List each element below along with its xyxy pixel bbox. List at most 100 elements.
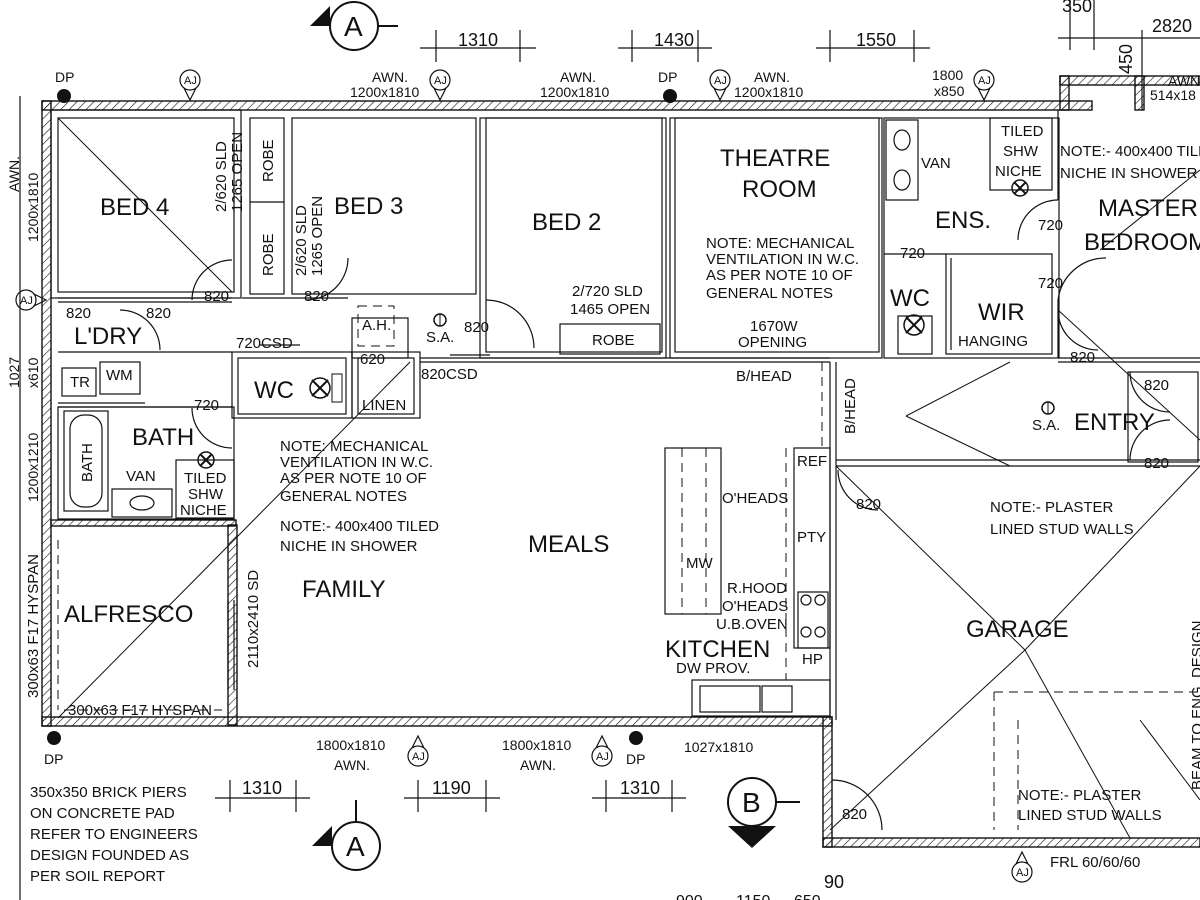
- linen-label: LINEN: [362, 397, 406, 414]
- note-plaster-1b: LINED STUD WALLS: [990, 521, 1134, 538]
- sd-2110: 2110x2410 SD: [245, 570, 262, 668]
- svg-text:DP: DP: [658, 69, 677, 85]
- dp-markers: DP DP DP DP: [44, 69, 677, 767]
- dim-top-3: 1550: [856, 30, 896, 50]
- bhead-label-h: B/HEAD: [736, 368, 792, 385]
- sld-bed3-2: 1265 OPEN: [309, 196, 326, 276]
- note-theatre-1: NOTE: MECHANICAL: [706, 235, 854, 252]
- svg-text:DP: DP: [44, 751, 63, 767]
- door-720-c: 720: [1038, 217, 1063, 234]
- dw-prov-label: DW PROV.: [676, 660, 750, 677]
- svg-text:AJ: AJ: [714, 75, 727, 87]
- door-820-h: 820: [1144, 377, 1169, 394]
- niche-3: NICHE: [180, 502, 227, 519]
- section-marker-a-top: A: [310, 1, 398, 51]
- win-4b: x850: [934, 83, 965, 99]
- svg-text:AJ: AJ: [184, 75, 197, 87]
- note-wc-4: GENERAL NOTES: [280, 488, 407, 505]
- room-master-1: MASTER: [1098, 195, 1198, 222]
- robe-label-bed2: ROBE: [592, 332, 635, 349]
- note-beam: BEAM TO ENG. DESIGN: [1189, 621, 1200, 790]
- door-820-e: 820: [464, 319, 489, 336]
- ah-label: A.H.: [362, 317, 391, 334]
- win-3: 1200x1810: [734, 84, 804, 100]
- diagonal-lines: [57, 117, 1200, 839]
- room-ens: ENS.: [935, 207, 991, 234]
- note-theatre-2: VENTILATION IN W.C.: [706, 251, 859, 268]
- awn-1: AWN.: [372, 69, 408, 85]
- svg-text:AJ: AJ: [434, 75, 447, 87]
- awn-3: AWN.: [754, 69, 790, 85]
- awn-side: AWN.: [6, 156, 22, 192]
- dim-partial-3: 650: [794, 893, 821, 900]
- window-marks: [227, 344, 490, 690]
- dim-partial-2: 1150: [736, 893, 771, 900]
- note-niche-2: NICHE IN SHOWER: [280, 538, 418, 555]
- door-820csd: 820CSD: [421, 366, 478, 383]
- room-family: FAMILY: [302, 576, 386, 603]
- rhood-label: R.HOOD: [727, 580, 787, 597]
- win-b3: 1027x1810: [684, 739, 754, 755]
- win-b2: 1800x1810: [502, 737, 572, 753]
- toilet-icons: [197, 179, 1055, 469]
- bhead-label-v: B/HEAD: [842, 378, 859, 434]
- dashed-lines: [57, 305, 1200, 830]
- door-620: 620: [360, 351, 385, 368]
- door-820-f: 820: [856, 496, 881, 513]
- room-wir: WIR: [978, 299, 1025, 326]
- sa-label-1: S.A.: [426, 329, 454, 346]
- hanging-label: HANGING: [958, 333, 1028, 350]
- hp-label: HP: [802, 651, 823, 668]
- van-ens-label: VAN: [921, 155, 951, 172]
- room-garage: GARAGE: [966, 616, 1069, 643]
- win-side-1: 1200x1810: [25, 172, 41, 242]
- room-theatre-2: ROOM: [742, 176, 817, 203]
- win-b1: 1800x1810: [316, 737, 386, 753]
- room-entry: ENTRY: [1074, 409, 1155, 436]
- note-hyspan-h: 300x63 F17 HYSPAN: [68, 702, 212, 719]
- win-side-2b: x610: [25, 357, 41, 388]
- door-720-b: 720: [900, 245, 925, 262]
- dim-top-2: 1430: [654, 30, 694, 50]
- sld-bed4-2: 1265 OPEN: [229, 132, 246, 212]
- door-820-d: 820: [304, 288, 329, 305]
- room-wc-ens: WC: [890, 285, 930, 312]
- note-hyspan-v: 300x63 F17 HYSPAN: [25, 554, 42, 698]
- dim-bot-3: 1310: [620, 778, 660, 798]
- bath-tub-label: BATH: [79, 443, 96, 482]
- svg-text:DP: DP: [55, 69, 74, 85]
- door-swings: [119, 199, 1171, 831]
- svg-text:AJ: AJ: [412, 751, 425, 763]
- niche-ens-1: TILED: [1001, 123, 1044, 140]
- sa-label-2: S.A.: [1032, 417, 1060, 434]
- svg-text:AJ: AJ: [20, 295, 33, 307]
- niche-1: TILED: [184, 470, 227, 487]
- external-walls: [41, 75, 1200, 848]
- note-wc-1: NOTE: MECHANICAL: [280, 438, 428, 455]
- awn-2: AWN.: [560, 69, 596, 85]
- win-2: 1200x1810: [540, 84, 610, 100]
- oheads2-label: O'HEADS: [722, 598, 788, 615]
- room-master-2: BEDROOM: [1084, 229, 1200, 256]
- win-side-2a: 1027: [6, 357, 22, 388]
- note-plaster-1a: NOTE:- PLASTER: [990, 499, 1114, 516]
- sld-bed4-1: 2/620 SLD: [213, 141, 230, 212]
- svg-text:A: A: [344, 11, 363, 42]
- note-piers-1: 350x350 BRICK PIERS: [30, 784, 187, 801]
- niche-2: SHW: [188, 486, 224, 503]
- note-piers-3: REFER TO ENGINEERS: [30, 826, 198, 843]
- room-kitchen: KITCHEN: [665, 636, 770, 663]
- sld-bed2-1: 2/720 SLD: [572, 283, 643, 300]
- note-theatre-3: AS PER NOTE 10 OF: [706, 267, 853, 284]
- mw-label: MW: [686, 555, 713, 572]
- opening-1: 1670W: [750, 318, 798, 335]
- room-alfresco: ALFRESCO: [64, 601, 193, 628]
- dim-partial-1: 900: [676, 893, 703, 900]
- opening-2: OPENING: [738, 334, 807, 351]
- room-theatre-1: THEATRE: [720, 145, 830, 172]
- door-820-g: 820: [1070, 349, 1095, 366]
- note-wc-2: VENTILATION IN W.C.: [280, 454, 433, 471]
- awn-b2: AWN.: [520, 757, 556, 773]
- note-wc-3: AS PER NOTE 10 OF: [280, 470, 427, 487]
- section-marker-b: B: [727, 777, 800, 848]
